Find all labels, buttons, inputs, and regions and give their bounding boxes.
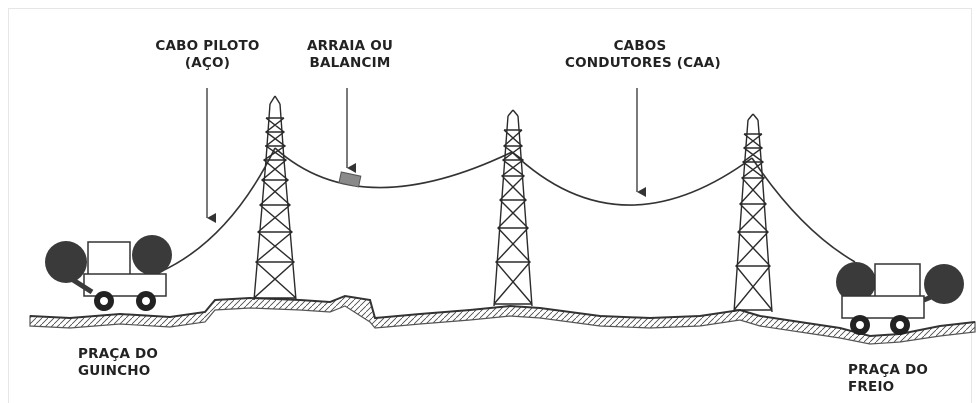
label-praca-guincho: PRAÇA DO GUINCHO <box>78 346 159 379</box>
brake-body <box>841 295 925 319</box>
tower-1 <box>253 95 297 301</box>
ground-fill <box>29 295 976 345</box>
tower-2 <box>493 109 533 307</box>
pointer-arrows <box>206 88 646 223</box>
pilot-cable <box>159 147 276 273</box>
ground <box>29 294 976 345</box>
balancim-block <box>338 171 362 188</box>
brake-machine <box>836 262 964 335</box>
winch-anchor <box>68 275 94 295</box>
label-praca-freio: PRAÇA DO FREIO <box>848 362 929 395</box>
tower-3 <box>733 113 773 313</box>
frame-top-line <box>8 8 972 9</box>
label-cabo-piloto: CABO PILOTO (AÇO) <box>155 38 260 71</box>
winch-body <box>83 273 167 297</box>
winch-cabin <box>87 241 131 277</box>
winch-machine <box>45 235 172 311</box>
ground-surface-line <box>29 294 976 338</box>
frame-right-line <box>971 8 972 403</box>
cables <box>159 147 856 273</box>
winch-drum-left <box>45 241 87 283</box>
brake-anchor <box>923 287 949 303</box>
brake-drum-left <box>836 262 876 302</box>
brake-cabin <box>874 263 921 299</box>
conductor-span-1 <box>274 147 513 189</box>
conductor-span-3 <box>751 157 856 263</box>
winch-drum-right <box>132 235 172 275</box>
frame-left-line <box>8 8 9 403</box>
conductor-span-2 <box>511 151 753 206</box>
label-cabos-condutores: CABOS CONDUTORES (CAA) <box>565 38 721 71</box>
label-arraia-balancim: ARRAIA OU BALANCIM <box>306 38 394 71</box>
